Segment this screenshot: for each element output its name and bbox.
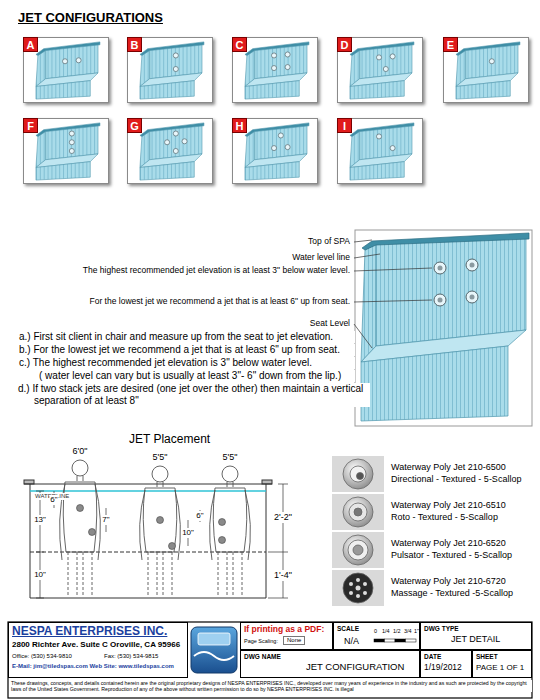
callout-label: Top of SPA xyxy=(307,236,351,246)
dimension-label: 6" xyxy=(49,495,58,505)
title-block-cell: SHEET PAGE 1 OF 1 xyxy=(472,650,532,678)
title-block-cell: DATE 1/19/2012 xyxy=(420,650,472,678)
title-block-text: 2800 Richter Ave. Suite C Oroville, CA 9… xyxy=(12,640,180,649)
dimension-label: 7" xyxy=(101,515,110,525)
dimension-label: 13" xyxy=(33,515,47,525)
jet-description: Massage - Textured -5-Scallop xyxy=(390,588,514,599)
copyright-note: These drawings, concepts, and details co… xyxy=(10,680,532,692)
configuration-panel: C xyxy=(232,37,318,103)
title-block-text: 1" xyxy=(414,628,419,634)
title-block-text: Office: (530) 534-9810 xyxy=(12,653,72,660)
person-body xyxy=(213,488,247,552)
panel-letter: D xyxy=(337,37,352,52)
title-block-text: SCALE xyxy=(337,625,359,632)
title-block-text: SHEET xyxy=(476,653,498,660)
note-text: ( water level can vary but is usually at… xyxy=(38,370,355,382)
jet-description: Waterway Poly Jet 210-6500 xyxy=(390,462,507,473)
dimension-label: 10" xyxy=(33,570,47,580)
person-arms xyxy=(140,482,181,560)
title-block-text: 1/2 xyxy=(393,628,401,634)
title-block-cell: NESPA ENTERPRISES INC.2800 Richter Ave. … xyxy=(8,622,188,678)
note-text: a.) First sit client in chair and measur… xyxy=(18,331,355,343)
page-title: JET CONFIGURATIONS xyxy=(18,10,163,25)
title-block-text: JET DETAIL xyxy=(451,634,500,644)
configuration-panel: I xyxy=(337,118,423,184)
dimension-label: 6" xyxy=(195,511,204,521)
title-block-text: DWG NAME xyxy=(244,653,281,660)
title-block-cell: DWG NAME JET CONFIGURATION xyxy=(240,650,420,678)
title-block-text: N/A xyxy=(344,636,359,646)
title-block-text: DATE xyxy=(424,653,441,660)
person-arms xyxy=(210,482,251,560)
person-head xyxy=(72,460,88,476)
person-body xyxy=(143,488,177,552)
configuration-panel: G xyxy=(127,118,213,184)
panel-letter: G xyxy=(127,118,142,133)
panel-letter: C xyxy=(232,37,247,52)
person-legs xyxy=(218,552,242,596)
title-block xyxy=(8,622,532,698)
title-block-text: 0 xyxy=(374,628,377,634)
callout-label: For the lowest jet we recommend a jet th… xyxy=(89,296,352,306)
title-block-text: E-Mail: jim@tiledspas.com Web Site: www.… xyxy=(12,663,174,670)
dimension-label: 10" xyxy=(181,528,195,538)
person-head xyxy=(152,466,168,482)
title-block-text: DWG TYPE xyxy=(424,625,459,632)
title-block-text: Fax: (530) 534-9815 xyxy=(104,653,158,660)
spa-seat-detail xyxy=(354,230,532,426)
title-block-text: If printing as a PDF: xyxy=(244,625,324,635)
jet-description: Pulsator - Textured - 5-Scallop xyxy=(390,550,513,561)
panel-letter: B xyxy=(127,37,142,52)
title-block-text: None xyxy=(283,636,305,645)
dimension-label: 5'5" xyxy=(222,452,239,463)
callout-label: Seat Level xyxy=(309,318,351,328)
title-block-text: 1/4 xyxy=(382,628,390,634)
title-block-cell: SCALE N/A 0 1/41/23/41" xyxy=(333,622,420,650)
person-legs xyxy=(68,552,92,596)
section-title: JET Placement xyxy=(128,432,211,446)
title-block-text: JET CONFIGURATION xyxy=(306,662,404,673)
note-text: c.) The highest recommended jet elevatio… xyxy=(18,357,355,369)
note-text: d.) If two stack jets are desired (one j… xyxy=(18,383,370,407)
callout-label: The highest recommended jet elevation is… xyxy=(82,265,351,275)
dimension-label: 2'-2" xyxy=(273,512,293,523)
jet-description: Directional - Textured - 5-Scallop xyxy=(390,474,522,485)
person-head xyxy=(222,466,238,482)
configuration-panel: E xyxy=(443,37,529,103)
jet-placement-section xyxy=(24,460,288,598)
configuration-panel: F xyxy=(23,118,109,184)
configuration-panel: H xyxy=(232,118,318,184)
title-block-text: Page Scaling: xyxy=(244,638,278,644)
panel-letter: I xyxy=(337,118,352,133)
title-block-cell: DWG TYPE JET DETAIL xyxy=(420,622,532,650)
dimension-label: 6'0" xyxy=(72,446,89,457)
title-block-text: PAGE 1 OF 1 xyxy=(476,663,524,672)
dimension-label: 1'-4" xyxy=(273,570,293,581)
jet-description: Waterway Poly Jet 210-6720 xyxy=(390,576,507,587)
jet-description: Waterway Poly Jet 210-6510 xyxy=(390,500,507,511)
dimension-label: 5'5" xyxy=(152,452,169,463)
configuration-panel: A xyxy=(23,37,109,103)
callout-label: Water level line xyxy=(291,252,351,262)
title-block-text: NESPA ENTERPRISES INC. xyxy=(12,625,167,639)
title-block-text: 3/4 xyxy=(404,628,412,634)
panel-letter: F xyxy=(23,118,38,133)
jet-description: Roto - Textured - 5-Scallop xyxy=(390,512,499,523)
panel-letter: H xyxy=(232,118,247,133)
title-block-cell: If printing as a PDF: Page Scaling: None xyxy=(240,622,333,650)
title-block-text: 1/19/2012 xyxy=(424,663,462,673)
jet-description: Waterway Poly Jet 210-6520 xyxy=(390,538,507,549)
person-legs xyxy=(148,552,172,596)
jet-photos xyxy=(332,456,384,606)
configuration-panel: B xyxy=(127,37,213,103)
panel-letter: A xyxy=(23,37,38,52)
note-text: b.) For the lowest jet we recommend a je… xyxy=(18,344,355,356)
person-arms xyxy=(60,476,101,560)
configuration-panel: D xyxy=(337,37,423,103)
panel-letter: E xyxy=(443,37,458,52)
